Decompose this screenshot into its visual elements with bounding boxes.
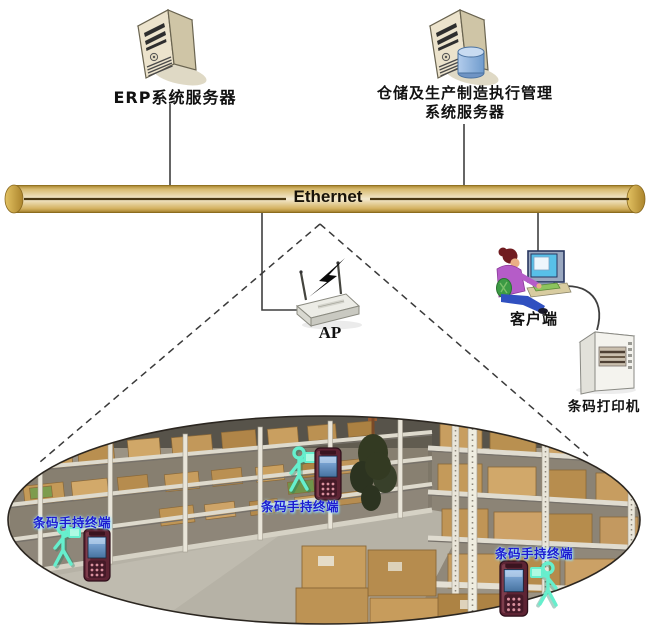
handheld-terminal-label-left: 条码手持终端	[33, 515, 112, 530]
client-label: 客户端	[509, 310, 558, 328]
bus-left-cap	[4, 184, 24, 214]
client-workstation-icon	[496, 247, 572, 314]
barcode-printer-label: 条码打印机	[567, 399, 641, 415]
wms-server-icon	[429, 9, 501, 91]
ap-antenna-right	[336, 263, 343, 295]
ap-antenna-left	[299, 272, 308, 301]
ethernet-bus	[4, 184, 646, 214]
bus-right-cap	[626, 184, 646, 214]
handheld-terminal-label-middle: 条码手持终端	[261, 499, 340, 514]
handheld-terminal-icon-middle	[314, 447, 342, 501]
handheld-terminal-label-right: 条码手持终端	[495, 546, 574, 561]
monitor-icon	[527, 250, 565, 287]
ap-connector-line	[261, 212, 300, 311]
wireless-bolt-icon	[309, 258, 345, 297]
user-person-icon	[496, 247, 548, 314]
erp-server-label: ERP系统服务器	[113, 88, 237, 107]
barcode-printer-icon	[576, 331, 636, 395]
wms-server-label-line1: 仓储及生产制造执行管理	[376, 84, 553, 102]
coverage-dashed-cone	[39, 223, 589, 463]
database-icon	[457, 46, 485, 79]
wms-server-label: 仓储及生产制造执行管理 系统服务器	[355, 84, 575, 122]
erp-server-icon	[137, 9, 209, 91]
hanging-plant	[350, 416, 397, 511]
handheld-terminal-icon-left	[83, 528, 111, 582]
coverage-dashed-left	[39, 223, 321, 463]
access-point-icon	[295, 258, 362, 330]
handheld-terminal-icon-right	[499, 560, 529, 617]
ethernet-label: Ethernet	[293, 187, 363, 206]
wms-server-label-line2: 系统服务器	[424, 103, 505, 121]
ap-label: AP	[318, 323, 342, 342]
